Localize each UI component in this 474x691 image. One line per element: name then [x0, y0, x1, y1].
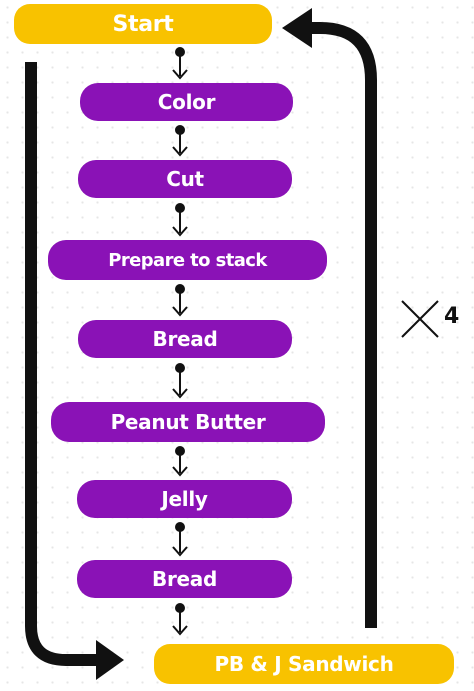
step-color: Color — [80, 83, 293, 121]
loop-count: 4 — [444, 304, 460, 329]
step-bread-1: Bread — [78, 320, 292, 358]
connector-arrow-3 — [172, 203, 188, 237]
step-peanut-butter: Peanut Butter — [51, 402, 325, 442]
connector-arrow-5 — [172, 363, 188, 399]
times-icon — [401, 300, 439, 338]
end-node: PB & J Sandwich — [154, 644, 454, 684]
step-prepare-to-stack: Prepare to stack — [48, 240, 327, 280]
connector-arrow-1 — [172, 47, 188, 80]
start-node: Start — [14, 4, 272, 44]
connector-arrow-6 — [172, 446, 188, 477]
connector-arrow-7 — [172, 522, 188, 557]
connector-arrow-2 — [172, 125, 188, 157]
connector-arrow-4 — [172, 284, 188, 317]
loop-back-arrow — [282, 8, 377, 628]
connector-arrow-8 — [172, 603, 188, 636]
step-jelly: Jelly — [77, 480, 292, 518]
step-cut: Cut — [78, 160, 292, 198]
step-bread-2: Bread — [77, 560, 292, 598]
